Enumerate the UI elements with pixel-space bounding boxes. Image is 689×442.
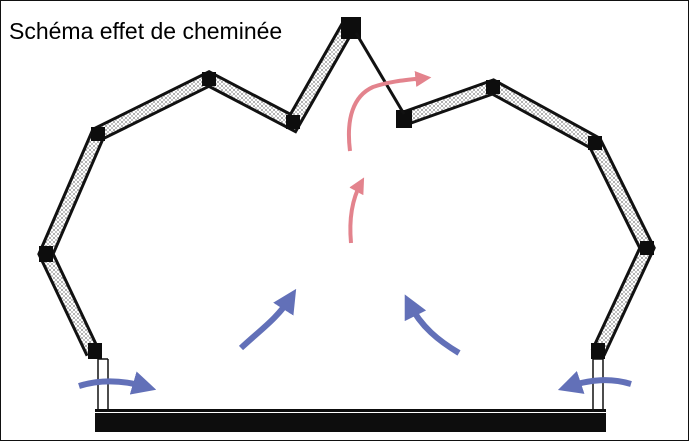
left-lower-opening	[97, 358, 109, 412]
wall-joints	[39, 17, 654, 359]
warm-air-arrow-exhaust	[346, 71, 432, 152]
cold-air-arrow-left-rising	[238, 288, 297, 351]
diagram-title: Schéma effet de cheminée	[9, 18, 283, 44]
left-wall-outer	[37, 19, 357, 357]
left-wall-insulation	[40, 20, 355, 356]
floor-slab	[95, 413, 606, 432]
right-lower-opening	[592, 358, 604, 412]
right-wall-outer	[400, 78, 656, 357]
warm-air-arrow-rising	[348, 177, 365, 244]
cold-air-arrow-right-rising	[404, 294, 461, 356]
roof-vent-flap	[354, 32, 406, 115]
cold-air-arrow-right-inlet	[557, 371, 632, 394]
floor-surface-line	[95, 409, 606, 412]
cold-air-arrow-left-inlet	[78, 371, 157, 395]
